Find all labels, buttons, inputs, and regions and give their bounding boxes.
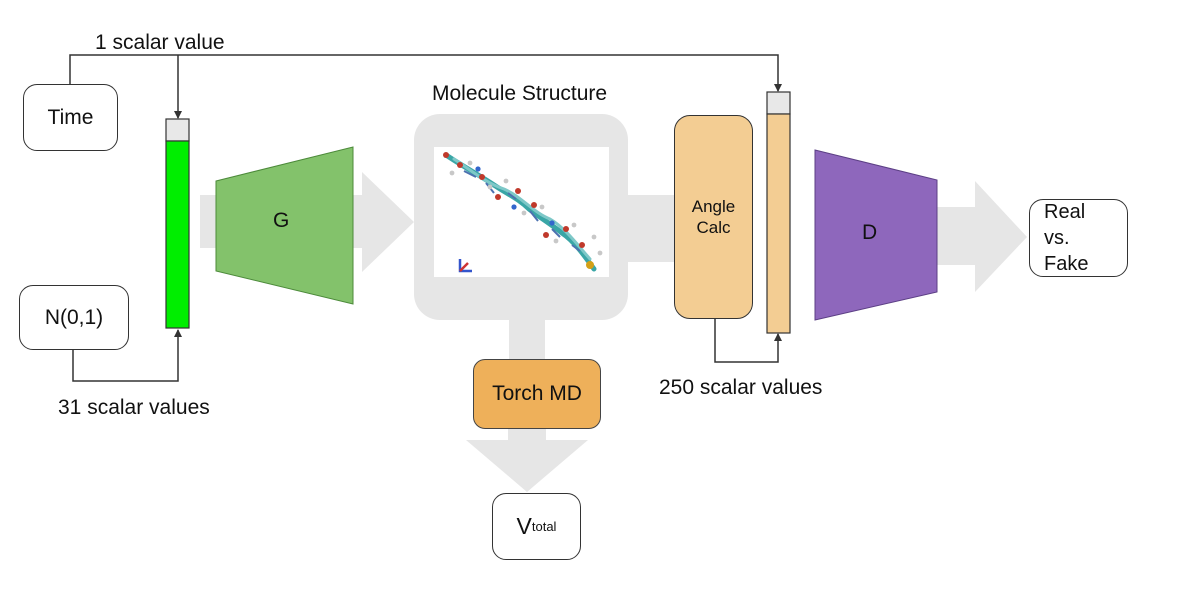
flow-arrow-molecule-to-torch [509, 320, 545, 359]
connector-time-scalar [69, 54, 782, 92]
discriminator-label: D [862, 221, 878, 244]
connector-angle-scalars [714, 319, 782, 363]
energy-symbol: V [516, 513, 532, 539]
discriminator-input-vector-header [766, 91, 791, 115]
time-scalar-label: 1 scalar value [95, 31, 225, 54]
angle-calc-block: Angle Calc [674, 115, 753, 319]
angle-calc-line1: Angle [691, 197, 736, 216]
generator-label: G [273, 209, 290, 232]
flow-arrow-torch-to-vtotal [466, 428, 588, 492]
noise-input-box: N(0,1) [19, 285, 129, 350]
discriminator-input-vector [766, 113, 791, 334]
output-line2: vs. [1044, 227, 1070, 249]
molecule-illustration [443, 152, 603, 273]
output-line1: Real [1044, 201, 1086, 223]
torch-md-label: Torch MD [492, 382, 582, 405]
time-input-box: Time [23, 84, 118, 151]
flow-arrow-molecule-to-angle [628, 195, 674, 262]
molecule-image [434, 147, 609, 277]
generator-block [215, 146, 354, 305]
noise-scalar-label: 31 scalar values [58, 396, 210, 419]
connector-noise-scalars [72, 329, 182, 382]
torch-md-block: Torch MD [473, 359, 601, 429]
angle-scalar-label: 250 scalar values [659, 376, 823, 399]
flow-arrow-d-to-output [936, 181, 1027, 292]
generator-input-vector-header [165, 118, 190, 142]
energy-subscript: total [531, 519, 557, 534]
generator-input-vector [165, 140, 190, 329]
molecule-title: Molecule Structure [432, 82, 608, 105]
discriminator-block [814, 149, 938, 321]
output-line3: Fake [1044, 253, 1089, 275]
angle-calc-line2: Calc [696, 218, 731, 237]
time-label: Time [47, 105, 94, 129]
output-box: Real vs. Fake [1029, 199, 1128, 277]
noise-label: N(0,1) [44, 305, 104, 329]
